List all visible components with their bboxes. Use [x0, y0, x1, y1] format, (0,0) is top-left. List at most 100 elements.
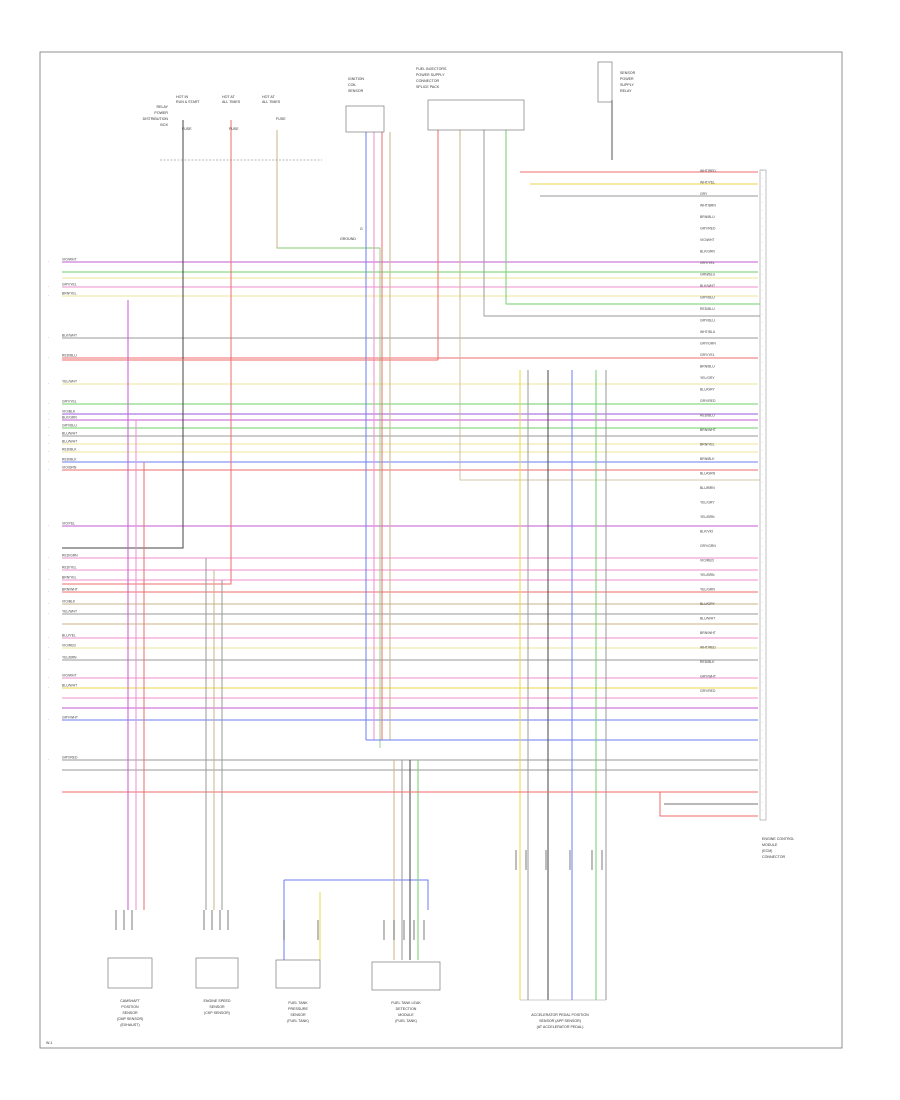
app-line-1: ACCELERATOR PEDAL POSITION	[531, 1013, 589, 1017]
right-wire-label: BRN/WHT	[700, 631, 716, 635]
right-wire-label: GRY/BLU	[700, 319, 715, 323]
ecm-pin: ·	[762, 625, 763, 629]
cmp-line-2: POSITION	[121, 1005, 139, 1009]
ecm-pin: ·	[762, 441, 763, 445]
ftps-line-1: FUEL TANK	[288, 1001, 308, 1005]
ftps-line-3: SENSOR	[290, 1013, 306, 1017]
ecm-pin: ·	[762, 241, 763, 245]
relay-label-line-3: DISTRIBUTION	[143, 117, 169, 121]
ftps-line-2: PRESSURE	[288, 1007, 308, 1011]
ecm-pin: ·	[762, 641, 763, 645]
ecm-pin: ·	[762, 505, 763, 509]
right-wire-label: VIO/WHT	[700, 238, 715, 242]
left-wire-pin: ·	[48, 524, 49, 528]
right-wire-label: BLK/VIO	[700, 530, 714, 534]
ecm-pin: ·	[762, 657, 763, 661]
ignition-coil-component: IGNITION COIL SENSOR	[345, 77, 385, 133]
right-wire-label: GRY/RED	[700, 689, 716, 693]
left-wire-pin: ·	[48, 460, 49, 464]
ecm-pin: ·	[762, 313, 763, 317]
ecm-pin: ·	[762, 649, 763, 653]
ecm-pin: ·	[762, 409, 763, 413]
ecm-pin: ·	[762, 513, 763, 517]
left-wire-label: VIO/BLK	[62, 600, 76, 604]
ftps-line-4: (FUEL TANK)	[287, 1019, 309, 1023]
top-right-line-4: RELAY	[620, 89, 632, 93]
ecm-pin: ·	[762, 193, 763, 197]
left-wire-label: BLU/WHT	[62, 440, 77, 444]
ecm-pin: ·	[762, 457, 763, 461]
ecm-pin: ·	[762, 561, 763, 565]
ecm-pin: ·	[762, 801, 763, 805]
ecm-pin: ·	[762, 753, 763, 757]
top-center-line-4: SPLICE PACK	[416, 85, 440, 89]
fuse3-drop	[276, 130, 380, 249]
ecm-pin: ·	[762, 537, 763, 541]
top-right-line-2: POWER	[620, 77, 634, 81]
right-wire-label: BLU/GRY	[700, 388, 716, 392]
left-wire-pin: ·	[48, 718, 49, 722]
left-wire-pin: ·	[48, 418, 49, 422]
right-wire-label: RED/BLU	[700, 414, 715, 418]
right-wire-label: RED/BLU	[700, 307, 715, 311]
cmp-line-5: (EXHAUST)	[120, 1023, 139, 1027]
ecm-pin: ·	[762, 809, 763, 813]
left-wire-pin: ·	[48, 450, 49, 454]
relay-label-line-4: BOX	[160, 123, 168, 127]
injector-gray	[483, 130, 760, 317]
left-wire-label: VIO/RED	[62, 644, 76, 648]
left-wire-pin: ·	[48, 658, 49, 662]
ldm-line-2: DETECTION	[396, 1007, 417, 1011]
ecm-pin: ·	[762, 217, 763, 221]
ecm-pin: ·	[762, 289, 763, 293]
left-wire-label: GRY/RED	[62, 756, 78, 760]
right-wire-label: GRY/RED	[700, 399, 716, 403]
right-wire-label: YEL/BRN	[700, 573, 715, 577]
left-wire-label: VIO/WHT	[62, 258, 77, 262]
ecm-pin: ·	[762, 689, 763, 693]
right-wire-label: GRY/YEL	[700, 353, 715, 357]
cmp-sensor-box	[107, 957, 153, 989]
page-ref: W-1	[46, 1041, 53, 1045]
ecm-pin: ·	[762, 385, 763, 389]
ecm-pin: ·	[762, 721, 763, 725]
left-wire-pin: ·	[48, 426, 49, 430]
fts-top-blue	[284, 879, 429, 910]
left-wire-label: VIO/BLK	[62, 410, 76, 414]
ecm-pin: ·	[762, 305, 763, 309]
ecm-pin: ·	[762, 377, 763, 381]
left-wire-pin: ·	[48, 442, 49, 446]
bottom-components: CAMSHAFT POSITION SENSOR (CMP SENSOR) (E…	[107, 957, 589, 1029]
ckp-line-3: (CKP SENSOR)	[204, 1011, 230, 1015]
right-wire-label: BLU/GRN	[700, 472, 716, 476]
left-wire-label: RED/BLK	[62, 448, 77, 452]
right-wire-label: WHT/RED	[700, 169, 716, 173]
ground-label-1: G	[360, 227, 363, 231]
injector-splice-component: FUEL INJECTORS POWER SUPPLY CONNECTOR SP…	[416, 67, 525, 131]
left-wire-pin: ·	[48, 285, 49, 289]
ldm-line-1: FUEL TANK LEAK	[391, 1001, 421, 1005]
ecm-pin: ·	[762, 569, 763, 573]
diagram-frame	[39, 51, 843, 1049]
injector-green	[505, 130, 760, 305]
fuse-1-line-2: RUN & START	[176, 100, 200, 104]
right-wire-label: YEL/GRY	[700, 376, 715, 380]
ecm-pin: ·	[762, 481, 763, 485]
right-wire-label: GRN/BLU	[700, 273, 716, 277]
left-wire-pin: ·	[48, 612, 49, 616]
ecm-pin: ·	[762, 425, 763, 429]
right-wire-label: BLU/BRN	[700, 486, 715, 490]
ecm-pin: ·	[762, 489, 763, 493]
wire-layer	[62, 100, 760, 1001]
ecm-pin: ·	[762, 665, 763, 669]
ecm-pin: ·	[762, 297, 763, 301]
app-line-3: (AT ACCELERATOR PEDAL)	[537, 1025, 584, 1029]
ecm-pin: ·	[762, 633, 763, 637]
ecm-pin: ·	[762, 609, 763, 613]
ecm-pin: ·	[762, 209, 763, 213]
ecm-pin: ·	[762, 281, 763, 285]
ecm-pin: ·	[762, 321, 763, 325]
left-wire-label: GRY/WHT	[62, 716, 78, 720]
ecm-pin: ·	[762, 785, 763, 789]
